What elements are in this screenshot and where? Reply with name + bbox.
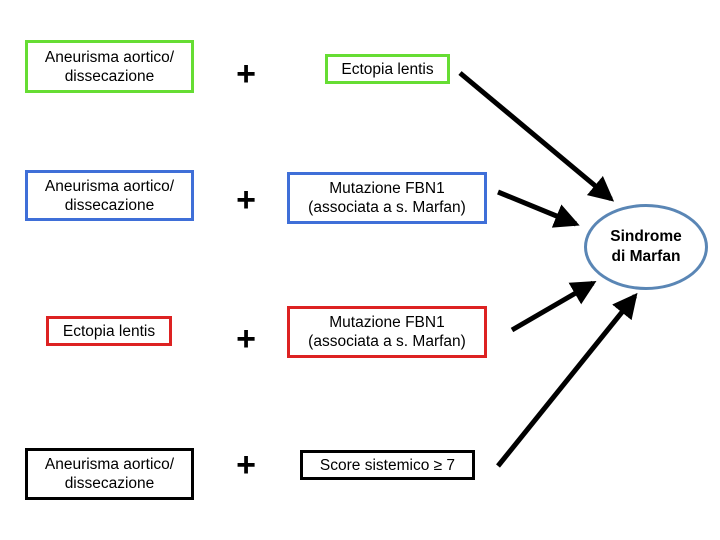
row3-plus-sign: + xyxy=(236,320,256,358)
arrow-row3-to-result xyxy=(510,280,597,333)
arrow-row2-to-result xyxy=(497,189,580,228)
row1-plus-sign: + xyxy=(236,55,256,93)
row4-right-criterion: Score sistemico ≥ 7 xyxy=(300,450,475,480)
result-marfan-syndrome: Sindrome di Marfan xyxy=(584,204,708,290)
arrow-row1-to-result xyxy=(458,71,615,202)
row4-plus-sign: + xyxy=(236,446,256,484)
row1-left-criterion: Aneurisma aortico/ dissecazione xyxy=(25,40,194,93)
row4-left-criterion: Aneurisma aortico/ dissecazione xyxy=(25,448,194,500)
row2-plus-sign: + xyxy=(236,181,256,219)
arrow-row4-to-result xyxy=(496,292,638,468)
row1-right-criterion: Ectopia lentis xyxy=(325,54,450,84)
row2-right-criterion: Mutazione FBN1 (associata a s. Marfan) xyxy=(287,172,487,224)
row2-left-criterion: Aneurisma aortico/ dissecazione xyxy=(25,170,194,221)
row3-right-criterion: Mutazione FBN1 (associata a s. Marfan) xyxy=(287,306,487,358)
row3-left-criterion: Ectopia lentis xyxy=(46,316,172,346)
